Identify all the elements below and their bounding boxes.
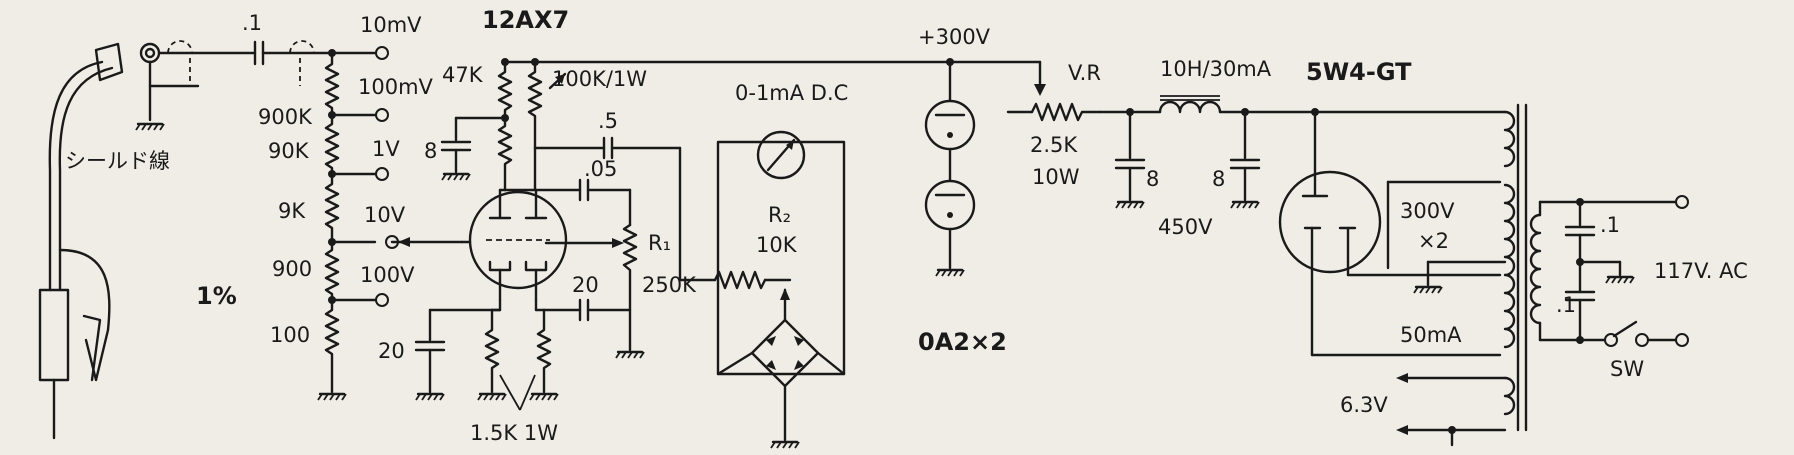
input-cap-label: .1 (242, 11, 262, 35)
mains-input (1538, 195, 1689, 347)
r-2-5k-label: 2.5K (1030, 133, 1078, 157)
r-9k-label: 9K (278, 199, 306, 223)
pot-r1 (544, 223, 646, 360)
r-100k-label: 100K/1W (552, 67, 647, 91)
vr-tubes-label: 0A2×2 (918, 328, 1007, 356)
line-cap-top-label: .1 (1600, 213, 1620, 237)
range-100v: 100V (360, 263, 415, 287)
cap-20-coupling-label: 20 (572, 273, 599, 297)
range-10v: 10V (364, 203, 406, 227)
tube-name: 12AX7 (482, 6, 569, 34)
selector-arrow-icon (398, 237, 410, 247)
rectifier-5w4 (1278, 108, 1502, 357)
meter-bridge (678, 130, 846, 450)
cap-05-label: .05 (584, 157, 617, 181)
v-450-label: 450V (1158, 215, 1213, 239)
hv-x2-label: ×2 (1418, 229, 1449, 253)
filter-network (1006, 60, 1507, 210)
attenuator-ladder (316, 46, 399, 402)
r-100-label: 100 (270, 323, 310, 347)
probe-cable (38, 42, 124, 440)
mains-label: 117V. AC (1654, 259, 1748, 283)
range-100mv: 100mV (358, 75, 434, 99)
r1-value: 250K (642, 273, 697, 297)
r-900-label: 900 (272, 257, 312, 281)
meter-label: 0-1mA D.C (735, 81, 848, 105)
b-plus-label: +300V (918, 25, 991, 49)
cap-8-plate-label: 8 (424, 139, 437, 163)
rectifier-label: 5W4-GT (1306, 58, 1412, 86)
shield-wire-label: シールド線 (65, 149, 170, 173)
heater-label: 6.3V (1340, 393, 1388, 417)
cap-5-label: .5 (598, 109, 618, 133)
r2-label: R₂ (768, 203, 791, 227)
r-900k-label: 900K (258, 105, 313, 129)
input-jack (134, 40, 334, 132)
choke-label: 10H/30mA (1160, 57, 1272, 81)
switch-label: SW (1610, 357, 1644, 381)
cap-8-a-label: 8 (1146, 167, 1159, 191)
r-47k-label: 47K (442, 63, 484, 87)
cap-8-b-label: 8 (1212, 167, 1225, 191)
hv-winding-label: 300V (1400, 199, 1455, 223)
oa2-regulators (924, 58, 976, 278)
cathode-r-label: 1.5K 1W (470, 421, 558, 445)
power-transformer (1396, 103, 1542, 447)
cathode-network (414, 298, 632, 411)
tolerance-label: 1% (196, 282, 237, 310)
range-10mv: 10mV (360, 13, 422, 37)
cap-20-cathode-label: 20 (378, 339, 405, 363)
tube-12ax7 (460, 188, 568, 302)
r2-value: 10K (756, 233, 798, 257)
r-10w-label: 10W (1032, 165, 1080, 189)
line-cap-bottom-label: .1 (1556, 293, 1576, 317)
r1-label: R₁ (648, 231, 671, 255)
vr-label: V.R (1068, 61, 1101, 85)
r-90k-label: 90K (268, 139, 310, 163)
hv-current-label: 50mA (1400, 323, 1462, 347)
range-1v: 1V (372, 137, 400, 161)
